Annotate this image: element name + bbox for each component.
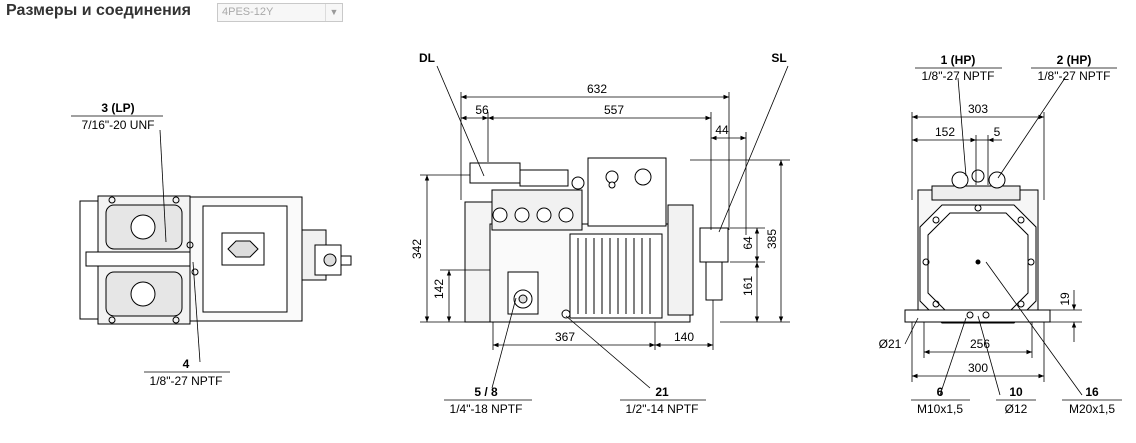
callout-5-8-id: 5 / 8 (474, 385, 498, 399)
callout-21-id: 21 (655, 385, 669, 399)
model-select[interactable]: 4PES-12Y ▼ (217, 3, 343, 22)
side-view-dimension-lines (420, 65, 790, 389)
callout-2-id: 2 (HP) (1057, 53, 1092, 67)
callout-sl: SL (771, 51, 786, 65)
callout-3-spec: 7/16"-20 UNF (82, 118, 155, 132)
callout-1-id: 1 (HP) (941, 53, 976, 67)
top-view-drawing (79, 195, 352, 325)
dim-367: 367 (555, 330, 575, 344)
dim-342: 342 (410, 239, 424, 259)
callout-2-spec: 1/8"-27 NPTF (1038, 69, 1111, 83)
callout-dl: DL (419, 51, 435, 65)
dim-44: 44 (715, 123, 729, 137)
callout-6-id: 6 (937, 385, 944, 399)
callout-3-id: 3 (LP) (101, 101, 134, 115)
dim-64: 64 (741, 236, 755, 250)
chevron-down-icon[interactable]: ▼ (325, 4, 342, 21)
top-view-callout-lines (159, 129, 201, 363)
dim-21: Ø21 (879, 337, 902, 351)
dim-19: 19 (1058, 292, 1072, 306)
side-view-drawing (464, 157, 729, 323)
dim-140: 140 (674, 330, 694, 344)
dim-161: 161 (741, 276, 755, 296)
side-view-fins (577, 238, 651, 314)
callout-21-spec: 1/2"-14 NPTF (626, 402, 699, 416)
front-view-dimension-lines (904, 77, 1083, 396)
dim-557: 557 (604, 103, 624, 117)
callout-6-spec: M10x1,5 (917, 402, 963, 416)
callout-10-spec: Ø12 (1005, 402, 1028, 416)
dim-300: 300 (968, 361, 988, 375)
front-view-drawing (904, 169, 1051, 324)
dim-256: 256 (970, 337, 990, 351)
model-select-value: 4PES-12Y (222, 6, 274, 18)
dim-152: 152 (935, 125, 955, 139)
callout-16-id: 16 (1085, 385, 1099, 399)
dim-385: 385 (765, 229, 779, 249)
dim-142: 142 (432, 279, 446, 299)
dim-632: 632 (587, 82, 607, 96)
callout-4-id: 4 (183, 357, 190, 371)
callout-16-spec: M20x1,5 (1069, 402, 1115, 416)
dim-303: 303 (968, 102, 988, 116)
callout-5-8-spec: 1/4"-18 NPTF (450, 402, 523, 416)
callout-10-id: 10 (1009, 385, 1023, 399)
page-title: Размеры и соединения (6, 2, 191, 19)
dim-5: 5 (994, 125, 1001, 139)
callout-1-spec: 1/8"-27 NPTF (922, 69, 995, 83)
dim-56: 56 (475, 103, 489, 117)
callout-4-spec: 1/8"-27 NPTF (150, 374, 223, 388)
